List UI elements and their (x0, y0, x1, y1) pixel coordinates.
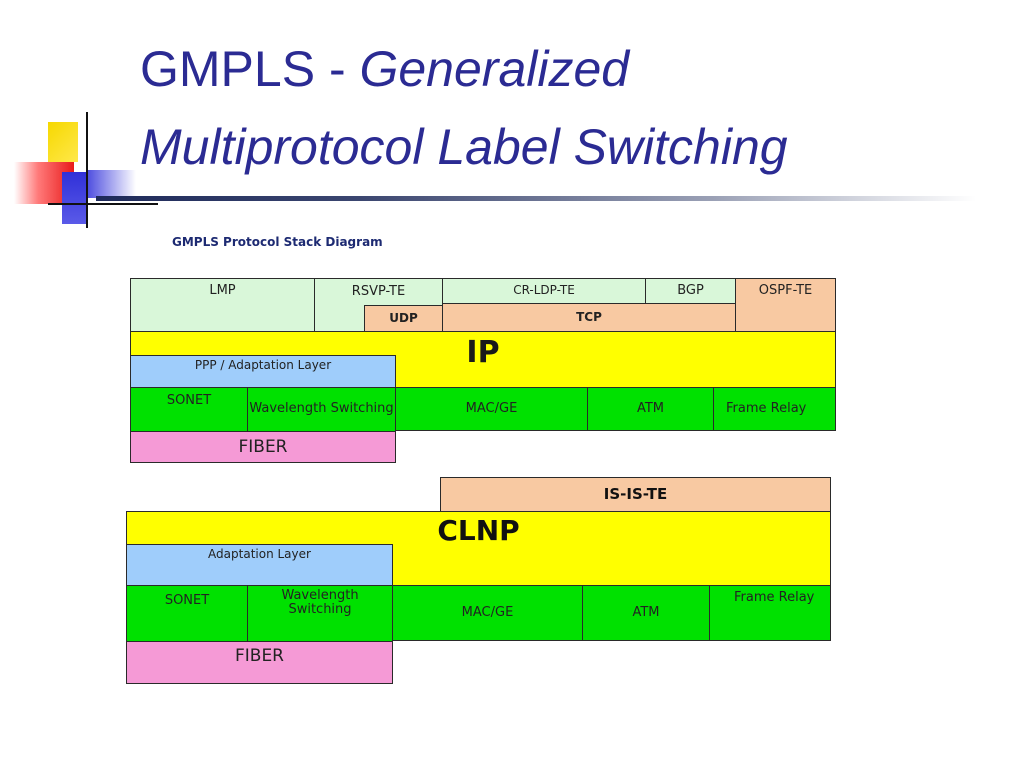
cell-is-is-te: IS-IS-TE (440, 477, 831, 511)
title-italic-word: Generalized (359, 41, 630, 97)
title-prefix: GMPLS - (140, 41, 360, 97)
cell-fiber: FIBER (130, 431, 396, 463)
diagram-caption: GMPLS Protocol Stack Diagram (172, 235, 383, 249)
cell-clnp-wavelength-switching: Wavelength Switching (248, 585, 393, 641)
cell-atm: ATM (588, 387, 714, 431)
cell-sonet: SONET (130, 387, 248, 431)
cell-cr-ldp-te: CR-LDP-TE (443, 278, 646, 303)
cell-ppp-adaptation: PPP / Adaptation Layer (130, 355, 396, 387)
slide-title-line-2: Multiprotocol Label Switching (140, 119, 788, 175)
cell-frame-relay: Frame Relay (714, 387, 836, 431)
cell-clnp-frame-relay: Frame Relay (710, 585, 831, 641)
decor-blue-square (62, 172, 88, 224)
cell-udp: UDP (365, 305, 443, 331)
cell-adaptation-layer: Adaptation Layer (126, 544, 393, 585)
cell-mac-ge: MAC/GE (396, 387, 588, 431)
cell-clnp-fiber: FIBER (126, 641, 393, 684)
link-row-bottom-rule (396, 430, 836, 431)
cell-wavelength-switching: Wavelength Switching (248, 387, 396, 431)
clnp-link-row-bottom-rule (393, 640, 831, 641)
decor-blue-fade (88, 170, 136, 198)
cell-clnp-mac-ge: MAC/GE (393, 585, 583, 641)
slide-title-line-1: GMPLS - Generalized (140, 40, 629, 98)
cell-rsvp-spacer (315, 305, 365, 331)
title-underline (96, 196, 976, 201)
cell-tcp: TCP (443, 303, 736, 331)
cell-clnp-sonet: SONET (126, 585, 248, 641)
decor-vertical-line (86, 112, 88, 228)
cell-bgp: BGP (646, 278, 736, 303)
decor-horizontal-line (48, 203, 158, 205)
cell-rsvp-te: RSVP-TE (315, 278, 443, 305)
cell-lmp: LMP (130, 278, 315, 331)
cell-ospf-te: OSPF-TE (736, 278, 836, 331)
decor-yellow-square (48, 122, 78, 162)
cell-clnp-atm: ATM (583, 585, 710, 641)
